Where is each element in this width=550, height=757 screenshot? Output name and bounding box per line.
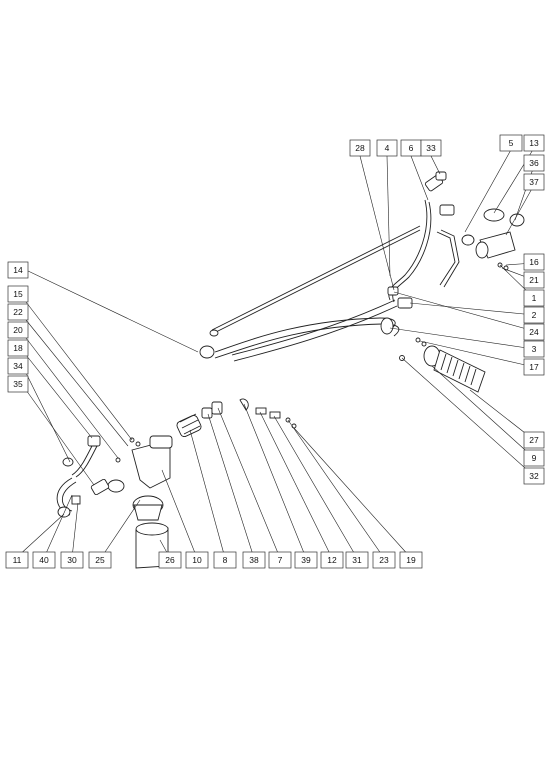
- callout-18: 18: [7, 339, 29, 357]
- callout-5: 5: [499, 134, 523, 152]
- svg-text:35: 35: [13, 379, 23, 389]
- callout-24: 24: [523, 323, 545, 341]
- svg-text:36: 36: [529, 158, 539, 168]
- svg-text:28: 28: [355, 143, 365, 153]
- callout-12: 12: [320, 551, 344, 569]
- callout-2: 2: [523, 306, 545, 324]
- svg-text:10: 10: [192, 555, 202, 565]
- svg-text:1: 1: [532, 293, 537, 303]
- svg-text:27: 27: [529, 435, 539, 445]
- callout-13: 13: [523, 134, 545, 152]
- callout-30: 30: [60, 551, 84, 569]
- callout-36: 36: [523, 154, 545, 172]
- callout-6: 6: [400, 139, 422, 157]
- callout-31: 31: [345, 551, 369, 569]
- svg-text:38: 38: [249, 555, 259, 565]
- svg-text:32: 32: [529, 471, 539, 481]
- callout-20: 20: [7, 321, 29, 339]
- svg-text:17: 17: [529, 362, 539, 372]
- callout-9: 9: [523, 449, 545, 467]
- svg-text:7: 7: [278, 555, 283, 565]
- mount-bracket: [115, 435, 173, 489]
- svg-text:12: 12: [327, 555, 337, 565]
- callout-32: 32: [523, 467, 545, 485]
- callout-22: 22: [7, 303, 29, 321]
- svg-text:33: 33: [426, 143, 436, 153]
- svg-text:13: 13: [529, 138, 539, 148]
- callout-labels: 28 4 6 33 5 13 36 37 16 21 1 2 24 3 17 2…: [5, 134, 545, 569]
- svg-text:11: 11: [13, 555, 22, 565]
- leader-lines: [15, 147, 535, 559]
- svg-text:30: 30: [67, 555, 77, 565]
- callout-38: 38: [242, 551, 266, 569]
- callout-7: 7: [268, 551, 292, 569]
- fitting-2: [397, 297, 413, 309]
- housing-assembly: [461, 208, 525, 271]
- svg-text:16: 16: [529, 257, 539, 267]
- callout-40: 40: [32, 551, 56, 569]
- callout-4: 4: [376, 139, 398, 157]
- svg-text:37: 37: [529, 177, 539, 187]
- callout-23: 23: [372, 551, 396, 569]
- svg-text:26: 26: [165, 555, 175, 565]
- svg-text:31: 31: [352, 555, 362, 565]
- left-hoses: [56, 435, 110, 518]
- svg-text:6: 6: [409, 143, 414, 153]
- fitting-6: [424, 171, 447, 192]
- svg-text:39: 39: [301, 555, 311, 565]
- callout-37: 37: [523, 173, 545, 191]
- svg-text:4: 4: [385, 143, 390, 153]
- svg-text:34: 34: [13, 361, 23, 371]
- callout-14: 14: [7, 261, 29, 279]
- svg-text:2: 2: [532, 310, 537, 320]
- svg-text:9: 9: [532, 453, 537, 463]
- callout-25: 25: [88, 551, 112, 569]
- callout-1-right: 1: [523, 289, 545, 307]
- svg-text:40: 40: [39, 555, 49, 565]
- callout-26: 26: [158, 551, 182, 569]
- callout-19: 19: [399, 551, 423, 569]
- callout-8: 8: [213, 551, 237, 569]
- rigid-pipe-upper: [211, 225, 421, 331]
- svg-text:19: 19: [406, 555, 416, 565]
- svg-text:20: 20: [13, 325, 23, 335]
- callout-35: 35: [7, 375, 29, 393]
- svg-text:8: 8: [223, 555, 228, 565]
- callout-39: 39: [294, 551, 318, 569]
- callout-10: 10: [185, 551, 209, 569]
- callout-11: 11: [5, 551, 29, 569]
- svg-text:3: 3: [532, 344, 537, 354]
- callout-16: 16: [523, 253, 545, 271]
- callout-21: 21: [523, 271, 545, 289]
- svg-text:5: 5: [509, 138, 514, 148]
- svg-text:24: 24: [529, 327, 539, 337]
- pipe-end-fitting: [209, 329, 219, 337]
- hose-4: [388, 199, 428, 301]
- callout-27: 27: [523, 431, 545, 449]
- parts-drawing: [56, 171, 525, 569]
- center-fittings: [176, 398, 297, 438]
- callout-3: 3: [523, 340, 545, 358]
- callout-17: 17: [523, 358, 545, 376]
- svg-text:25: 25: [95, 555, 105, 565]
- callout-33: 33: [420, 139, 442, 157]
- svg-text:14: 14: [13, 265, 23, 275]
- hose-3: [214, 317, 396, 353]
- fitting-elbow-5: [436, 204, 460, 288]
- svg-text:15: 15: [13, 289, 23, 299]
- callout-28: 28: [349, 139, 371, 157]
- callout-15: 15: [7, 285, 29, 303]
- svg-text:21: 21: [529, 275, 539, 285]
- svg-text:23: 23: [379, 555, 389, 565]
- filter-27: [399, 337, 486, 393]
- callout-34: 34: [7, 357, 29, 375]
- svg-text:22: 22: [13, 307, 23, 317]
- svg-text:18: 18: [13, 343, 23, 353]
